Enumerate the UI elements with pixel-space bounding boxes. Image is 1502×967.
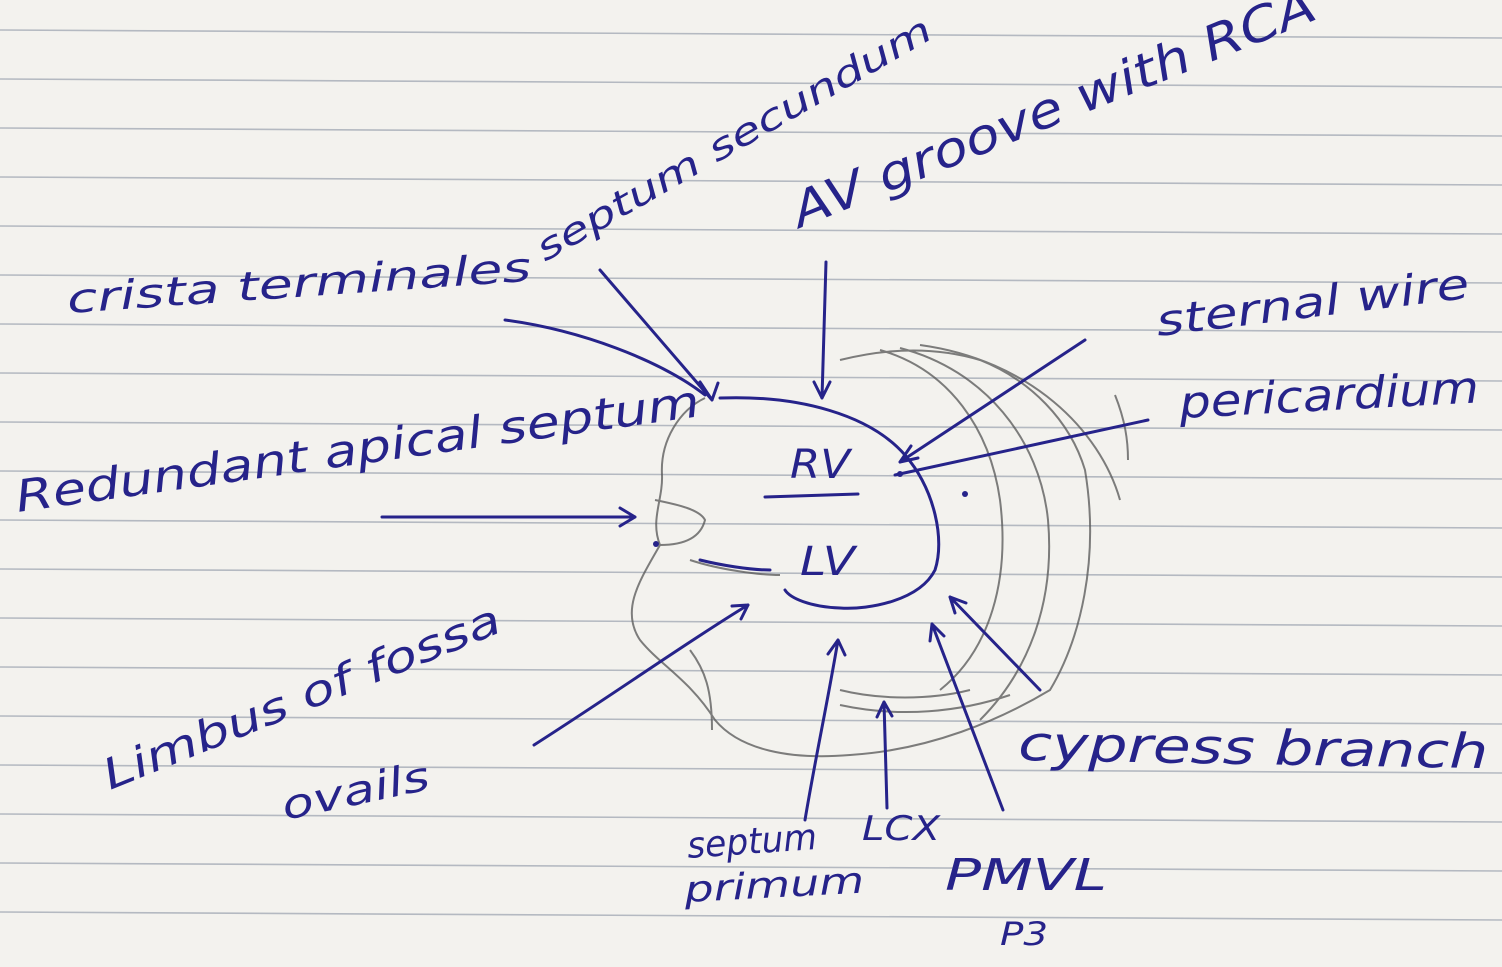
label-pmvl: PMVL [945, 850, 1107, 901]
label-lcx: LCX [862, 809, 941, 849]
dot-marker [962, 491, 968, 497]
dot-marker [897, 471, 903, 477]
label-cypress-branch: cypress branch [1018, 716, 1489, 780]
label-p3: P3 [1000, 915, 1048, 953]
dot-marker [653, 541, 659, 547]
label-rv: RV [790, 442, 853, 488]
label-lv: LV [800, 539, 858, 585]
